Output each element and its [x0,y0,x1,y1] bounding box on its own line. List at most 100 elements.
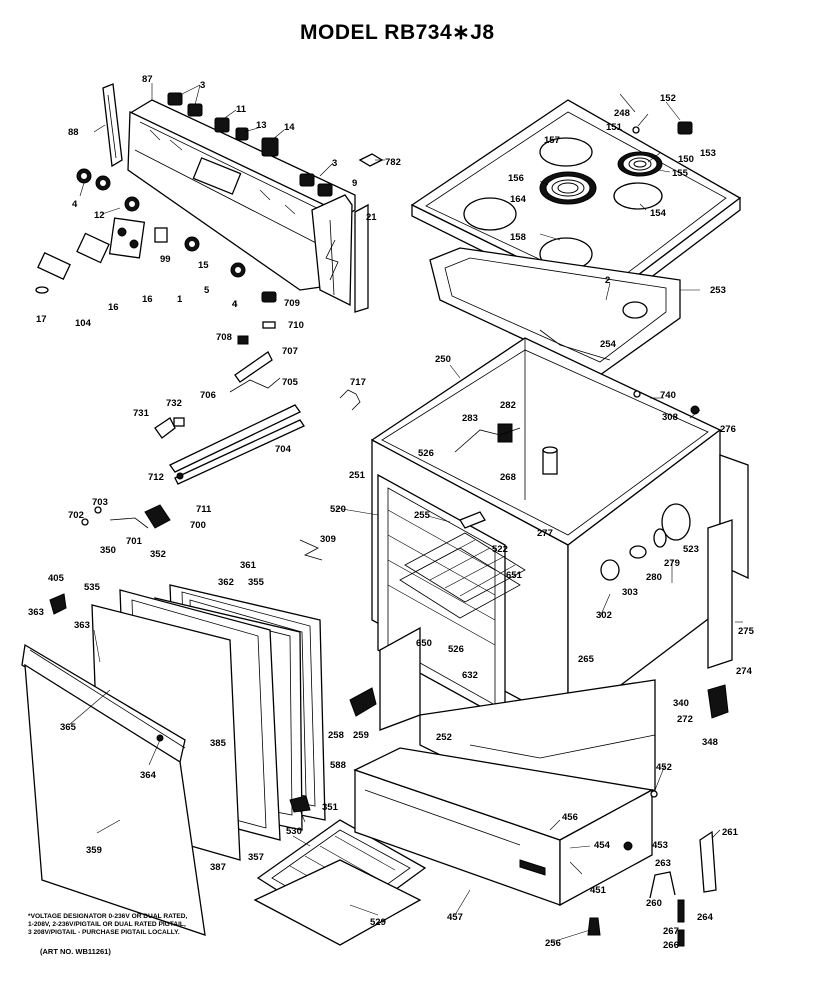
part-label: 782 [385,157,401,168]
part-label: 588 [330,760,346,771]
part-label: 3 [200,80,205,91]
leader-lines [68,83,743,943]
part-label: 272 [677,714,693,725]
control-panel [102,83,369,313]
part-label: 264 [697,912,714,923]
part-label: 265 [578,654,595,665]
part-label: 279 [664,558,680,569]
part-label: 11 [236,104,247,115]
part-label: 276 [720,424,736,435]
part-label: 16 [142,294,153,305]
part-label: 255 [414,510,431,521]
part-label: 405 [48,573,65,584]
part-label: 709 [284,298,300,309]
part-label: 309 [320,534,336,545]
part-label: 359 [86,845,102,856]
part-label: 88 [68,127,79,138]
part-label: 453 [652,840,668,851]
part-label: 3 [332,158,337,169]
part-label: 280 [646,572,662,583]
part-label: 526 [448,644,464,655]
part-label: 248 [614,108,630,119]
oven-hardware [81,351,361,561]
part-label: 4 [72,199,78,210]
part-label: 523 [683,544,699,555]
part-label: 520 [330,504,346,515]
part-label: 260 [646,898,662,909]
part-label: 258 [328,730,344,741]
part-label: 13 [256,120,267,131]
part-label: 5 [204,285,210,296]
footnote-line: 3 208V/PIGTAIL - PURCHASE PIGTAIL LOCALL… [28,929,180,936]
oven-body [349,337,749,809]
part-label: 268 [500,472,516,483]
part-label: 150 [678,154,694,165]
part-label: 2 [605,275,610,286]
part-label: 87 [142,74,153,85]
part-label: 702 [68,510,84,521]
voltage-footnote: *VOLTAGE DESIGNATOR 0-236V OR DUAL RATED… [28,913,187,937]
part-label: 4 [232,299,238,310]
part-label: 17 [36,314,47,325]
part-label: 703 [92,497,108,508]
part-label: 708 [216,332,232,343]
part-label: 4 [232,299,238,310]
footnote-line: 1-208V, 2-236V/PIGTAIL OR DUAL RATED PIG… [28,921,186,928]
part-label: 732 [166,398,182,409]
part-label: 263 [655,858,671,869]
knobs-and-switches [35,92,384,345]
part-label: 522 [492,544,508,555]
part-label: 154 [650,208,667,219]
part-labels: 3 87 88 11 13 14 3 782 9 21 4 12 4 16 99… [28,74,755,951]
part-label: 250 [435,354,451,365]
part-label: 357 [248,852,264,863]
part-label: 535 [84,582,101,593]
part-label: 152 [660,93,676,104]
part-label: 282 [500,400,516,411]
part-label: 261 [722,827,739,838]
part-label: 283 [462,413,478,424]
model-title: MODEL RB734∗J8 [300,21,495,44]
part-label: 251 [349,470,366,481]
part-label: 254 [600,339,617,350]
part-label: 303 [622,587,638,598]
part-label: 256 [545,938,561,949]
part-label: 348 [702,737,718,748]
part-label: 704 [275,444,292,455]
part-label: 700 [190,520,206,531]
part-label: 12 [94,210,105,221]
cooktop [410,99,742,376]
broiler-and-drawer [253,747,717,947]
part-label: 302 [596,610,612,621]
part-label: 731 [133,408,150,419]
part-label: 363 [28,607,44,618]
part-label: 164 [510,194,527,205]
part-label: 362 [218,577,234,588]
part-label: 252 [436,732,452,743]
part-label: 16 [108,302,119,313]
part-label: 740 [660,390,676,401]
part-label: 267 [663,926,679,937]
part-label: 529 [370,917,386,928]
part-label: 151 [606,122,623,133]
part-label: 277 [537,528,553,539]
oven-door [21,584,326,936]
part-label: 651 [506,570,523,581]
part-label: 253 [710,285,726,296]
part-label: 706 [200,390,216,401]
part-label: 14 [284,122,295,133]
part-label: 350 [100,545,116,556]
part-label: 457 [447,912,463,923]
part-label: 352 [150,549,166,560]
part-label: 717 [350,377,366,388]
part-label: 351 [322,802,339,813]
part-label: 364 [140,770,157,781]
part-label: 365 [60,722,77,733]
part-label: 157 [544,135,560,146]
part-label: 308 [662,412,678,423]
part-label: 99 [160,254,171,265]
part-label: 526 [418,448,434,459]
part-label: 158 [510,232,526,243]
part-label: 21 [366,212,377,223]
